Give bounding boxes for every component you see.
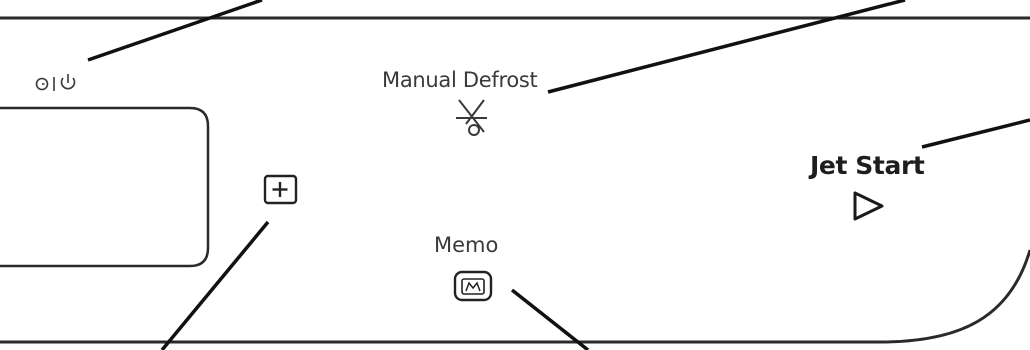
leader-line-memo [510, 288, 590, 350]
jet-start-label: Jet Start [810, 151, 925, 180]
memo-button[interactable] [430, 230, 520, 306]
leader-line-timer [87, 0, 263, 62]
leader-line-jet-start [921, 118, 1030, 149]
display-window [0, 106, 210, 268]
manual-defrost-button[interactable] [380, 66, 570, 142]
memo-m-icon[interactable] [453, 270, 493, 302]
snowflake-defrost-icon[interactable] [456, 99, 487, 136]
timer-power-button[interactable] [30, 72, 80, 96]
plus-button[interactable] [262, 172, 300, 208]
leader-line-plus [160, 220, 270, 350]
memo-label: Memo [434, 233, 499, 257]
clock-power-icon[interactable] [35, 74, 76, 91]
panel-outline-right [0, 249, 1030, 344]
jet-start-button[interactable] [805, 148, 935, 226]
play-triangle-icon[interactable] [853, 191, 884, 221]
leader-line-defrost [547, 0, 906, 94]
manual-defrost-label: Manual Defrost [382, 68, 538, 92]
plus-icon[interactable] [263, 174, 298, 205]
